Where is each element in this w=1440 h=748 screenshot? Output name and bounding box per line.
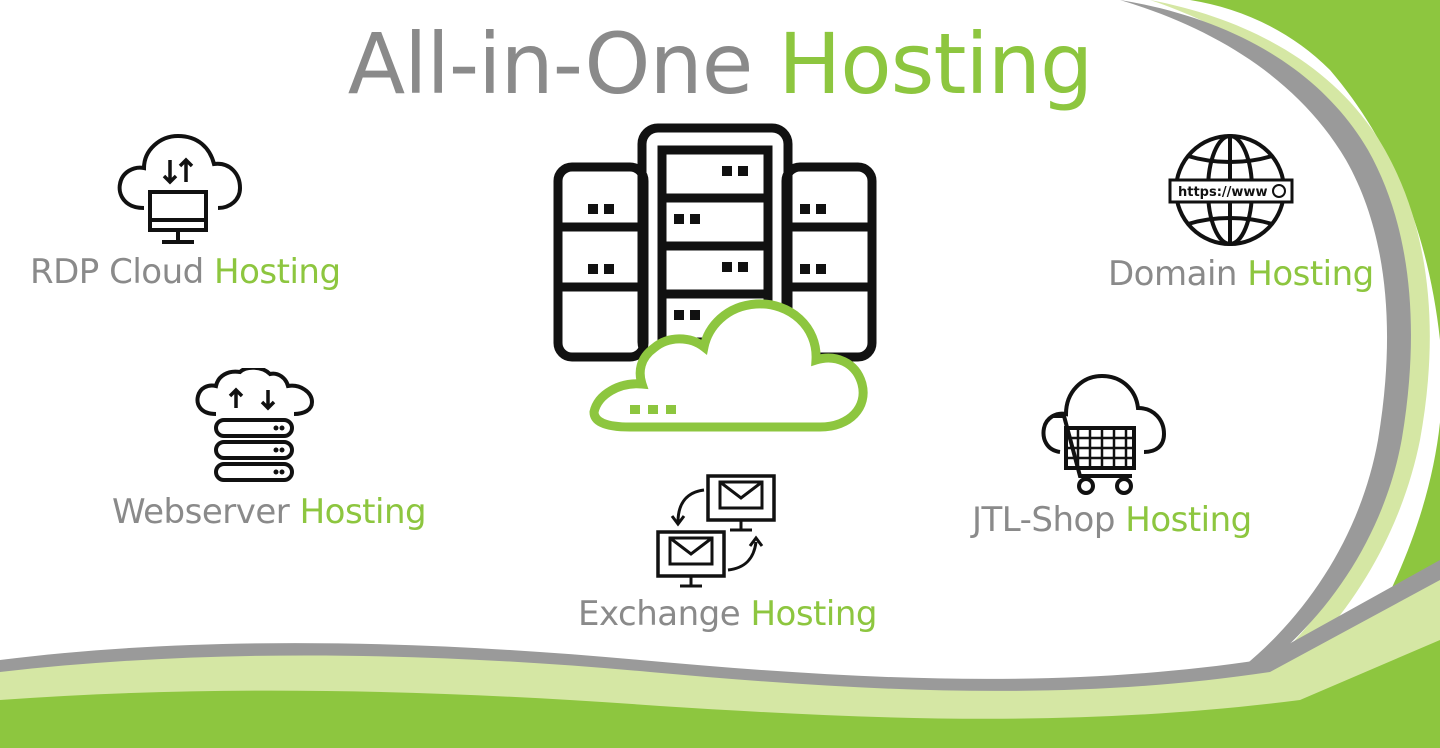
jtl-name: JTL-Shop <box>972 500 1115 540</box>
webserver-name: Webserver <box>112 492 290 532</box>
title-part-1: All-in-One <box>347 15 754 113</box>
exchange-suffix: Hosting <box>750 594 877 634</box>
url-text: https://www <box>1178 185 1267 200</box>
jtl-shop-hosting-label: JTL-Shop Hosting <box>972 500 1252 540</box>
jtl-suffix: Hosting <box>1125 500 1252 540</box>
page-title: All-in-One Hosting <box>0 14 1440 114</box>
rdp-suffix: Hosting <box>214 252 341 292</box>
globe-www-icon: https://www <box>1166 132 1296 248</box>
cloud-server-icon <box>194 368 316 490</box>
domain-name: Domain <box>1108 254 1237 294</box>
exchange-hosting-label: Exchange Hosting <box>578 594 877 634</box>
domain-hosting-label: Domain Hosting <box>1108 254 1374 294</box>
title-part-2: Hosting <box>778 15 1093 113</box>
cloud-cart-icon <box>1040 372 1168 498</box>
server-rack-cloud-icon <box>550 122 880 442</box>
rdp-name: RDP Cloud <box>30 252 204 292</box>
rdp-cloud-hosting-label: RDP Cloud Hosting <box>30 252 341 292</box>
webserver-hosting-label: Webserver Hosting <box>112 492 427 532</box>
domain-suffix: Hosting <box>1247 254 1374 294</box>
mail-exchange-icon <box>654 472 778 592</box>
webserver-suffix: Hosting <box>299 492 427 532</box>
cloud-monitor-icon <box>114 132 244 250</box>
exchange-name: Exchange <box>578 594 741 634</box>
